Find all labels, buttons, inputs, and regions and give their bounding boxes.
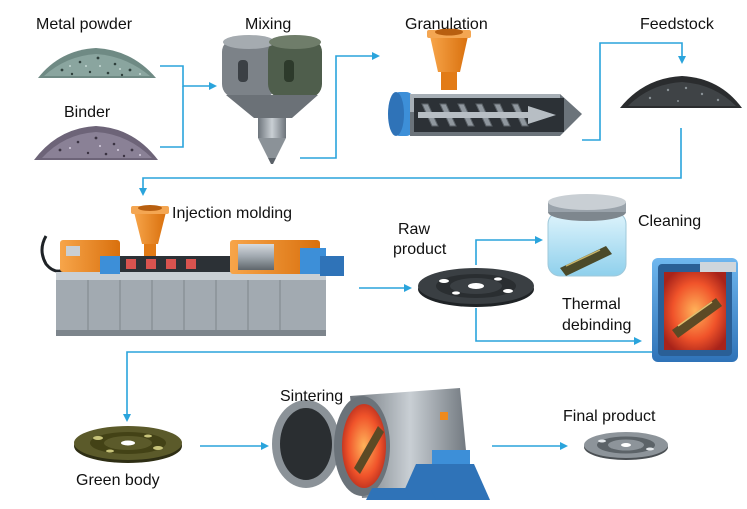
mixing-hoppers bbox=[222, 35, 322, 164]
arrow-metal-powder-to-mixing bbox=[160, 65, 217, 90]
label-granulation: Granulation bbox=[405, 16, 488, 33]
feedstock-pile bbox=[620, 76, 742, 108]
flow-arrows bbox=[123, 42, 687, 450]
raw-product-disc bbox=[418, 268, 534, 307]
label-binder: Binder bbox=[64, 104, 111, 121]
label-thermal-debinding-line2: debinding bbox=[562, 317, 632, 334]
cleaning-jar bbox=[547, 194, 627, 277]
label-final-product: Final product bbox=[563, 408, 656, 425]
arrow-binder-to-mixing bbox=[160, 86, 184, 148]
arrow-granulation-to-feedstock bbox=[582, 42, 686, 141]
label-thermal-debinding-line1: Thermal bbox=[562, 296, 621, 313]
arrow-feedstock-to-injection bbox=[139, 128, 682, 196]
label-injection-molding: Injection molding bbox=[172, 205, 293, 222]
label-sintering: Sintering bbox=[280, 388, 344, 405]
green-body-disc bbox=[74, 426, 182, 463]
final-product-disc bbox=[584, 432, 668, 460]
label-mixing: Mixing bbox=[245, 16, 292, 33]
arrow-raw-to-cleaning bbox=[475, 236, 543, 265]
thermal-debinding-oven bbox=[652, 258, 738, 362]
metal-powder-pile bbox=[38, 48, 156, 78]
granulation-extruder bbox=[388, 28, 582, 136]
label-metal-powder: Metal powder bbox=[36, 16, 133, 33]
sintering-furnace bbox=[272, 388, 490, 500]
arrow-raw-to-debinding bbox=[475, 308, 642, 345]
binder-pile bbox=[34, 126, 158, 160]
injection-molding-machine bbox=[40, 205, 344, 336]
label-raw-product-line1: Raw bbox=[398, 221, 431, 238]
arrow-debinding-to-green-body bbox=[123, 351, 687, 422]
label-feedstock: Feedstock bbox=[640, 16, 714, 33]
arrow-mixing-to-granulation bbox=[300, 52, 380, 159]
label-cleaning: Cleaning bbox=[638, 213, 702, 230]
label-raw-product-line2: product bbox=[393, 241, 447, 258]
label-green-body: Green body bbox=[76, 472, 160, 489]
